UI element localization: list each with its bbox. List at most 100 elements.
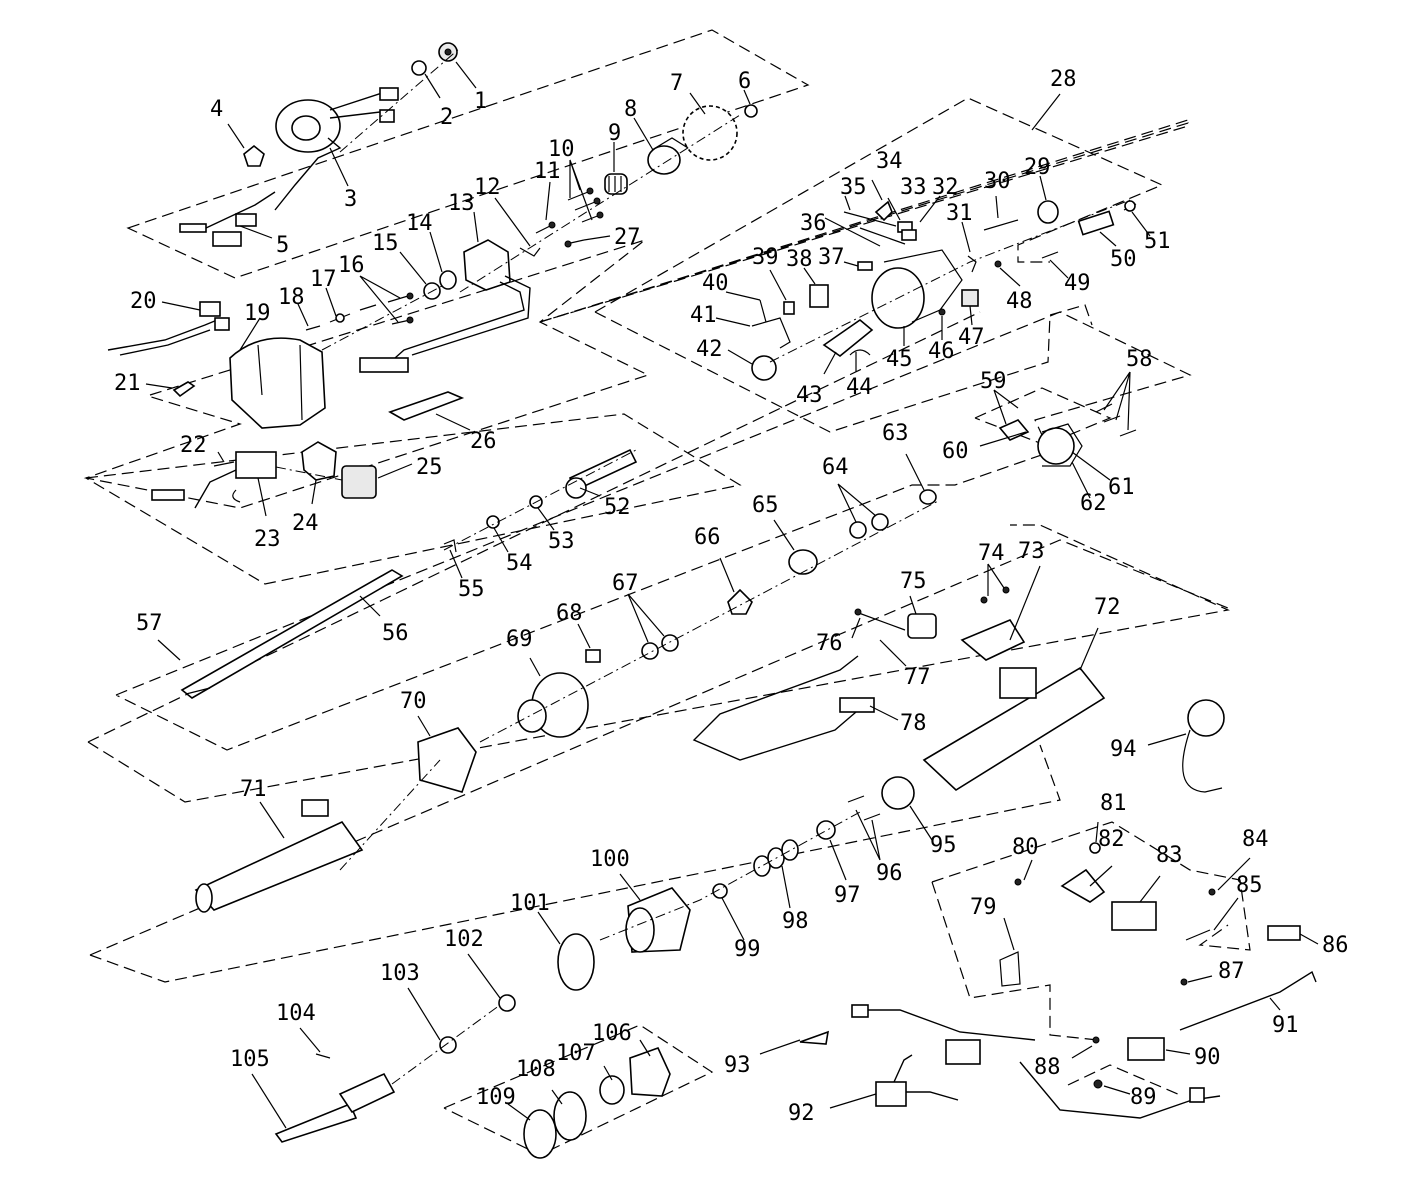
callout-18: 18 — [278, 285, 305, 310]
part-38-spring — [809, 284, 829, 308]
part-8-lock-plate — [647, 137, 689, 175]
callout-106: 106 — [592, 1021, 632, 1046]
callout-95: 95 — [930, 833, 957, 858]
callout-46: 46 — [928, 339, 955, 364]
callout-82: 82 — [1098, 827, 1125, 852]
callout-5: 5 — [276, 233, 289, 258]
part-99-ring — [712, 883, 728, 899]
callout-22: 22 — [180, 433, 207, 458]
callout-79: 79 — [970, 895, 997, 920]
callout-32: 32 — [932, 175, 959, 200]
callout-7: 7 — [670, 71, 683, 96]
part-17-pivot — [329, 313, 351, 323]
part-51-bolt — [1123, 200, 1137, 212]
part-44-spring — [849, 349, 871, 356]
part-109-plate — [523, 1109, 557, 1159]
callout-61: 61 — [1108, 475, 1135, 500]
axis-lines — [275, 47, 1131, 1085]
callout-34: 34 — [876, 149, 903, 174]
part-94-band — [1182, 699, 1225, 793]
callout-38: 38 — [786, 247, 813, 272]
callout-62: 62 — [1080, 491, 1107, 516]
part-73-bracket — [960, 619, 1026, 661]
callout-70: 70 — [400, 689, 427, 714]
part-2-washer — [411, 60, 427, 76]
part-106-housing — [629, 1047, 671, 1097]
part-79-82 — [999, 842, 1106, 987]
callout-71: 71 — [240, 777, 267, 802]
callout-15: 15 — [372, 231, 399, 256]
callout-37: 37 — [818, 245, 845, 270]
callout-6: 6 — [738, 69, 751, 94]
callout-103: 103 — [380, 961, 420, 986]
part-54-gear — [486, 515, 500, 529]
callout-19: 19 — [244, 301, 271, 326]
callout-52: 52 — [604, 495, 631, 520]
callout-85: 85 — [1236, 873, 1263, 898]
callout-24: 24 — [292, 511, 319, 536]
part-39-spring — [783, 301, 795, 315]
part-74-screws — [980, 586, 1010, 604]
part-76-77-spring — [854, 608, 906, 631]
part-22-pin — [213, 461, 235, 467]
part-100-housing — [625, 887, 691, 953]
main-harness — [851, 1004, 1221, 1119]
callout-12: 12 — [474, 175, 501, 200]
callout-59: 59 — [980, 369, 1007, 394]
part-78-harness — [692, 655, 875, 761]
part-42-ring — [751, 355, 777, 381]
part-64-rings — [849, 513, 889, 539]
callout-89: 89 — [1130, 1085, 1157, 1110]
callout-84: 84 — [1242, 827, 1269, 852]
callout-36: 36 — [800, 211, 827, 236]
callout-97: 97 — [834, 883, 861, 908]
part-49-pin — [1041, 251, 1059, 259]
callout-28: 28 — [1050, 67, 1077, 92]
part-50-spring — [1077, 210, 1115, 236]
part-46-screw — [938, 308, 946, 316]
part-11-screw — [535, 221, 556, 234]
callout-48: 48 — [1006, 289, 1033, 314]
callout-83: 83 — [1156, 843, 1183, 868]
part-84-85-screws — [1185, 888, 1216, 941]
callout-87: 87 — [1218, 959, 1245, 984]
callout-73: 73 — [1018, 539, 1045, 564]
part-21-clip — [172, 381, 196, 398]
part-55-clip — [443, 539, 457, 553]
callout-88: 88 — [1034, 1055, 1061, 1080]
callout-108: 108 — [516, 1057, 556, 1082]
part-59-60-clip — [998, 419, 1030, 441]
callout-29: 29 — [1024, 155, 1051, 180]
callout-4: 4 — [210, 97, 223, 122]
part-1-nut — [438, 42, 458, 62]
callout-81: 81 — [1100, 791, 1127, 816]
callout-53: 53 — [548, 529, 575, 554]
part-87-screw — [1180, 978, 1188, 986]
callout-104: 104 — [276, 1001, 316, 1026]
callout-42: 42 — [696, 337, 723, 362]
part-18-pin — [305, 325, 321, 331]
part-95-housing — [881, 776, 915, 810]
part-86-connector — [1267, 925, 1301, 941]
callout-2: 2 — [440, 105, 453, 130]
callout-77: 77 — [904, 665, 931, 690]
callout-9: 9 — [608, 121, 621, 146]
part-25-buzzer — [341, 465, 377, 499]
callout-80: 80 — [1012, 835, 1039, 860]
callout-27: 27 — [614, 225, 641, 250]
part-35-36-rods — [843, 211, 906, 245]
callout-44: 44 — [846, 375, 873, 400]
part-104-screw — [315, 1053, 331, 1059]
callout-13: 13 — [448, 191, 475, 216]
callout-54: 54 — [506, 551, 533, 576]
callout-102: 102 — [444, 927, 484, 952]
part-91-rod — [1179, 970, 1317, 1031]
callout-14: 14 — [406, 211, 433, 236]
part-4-washer — [243, 144, 265, 167]
part-52-shaft — [565, 448, 638, 499]
part-19-housing — [229, 337, 326, 429]
part-40-41-levers — [751, 299, 791, 349]
callout-26: 26 — [470, 429, 497, 454]
part-5-connector — [179, 191, 276, 247]
part-32-33-34 — [874, 200, 917, 241]
